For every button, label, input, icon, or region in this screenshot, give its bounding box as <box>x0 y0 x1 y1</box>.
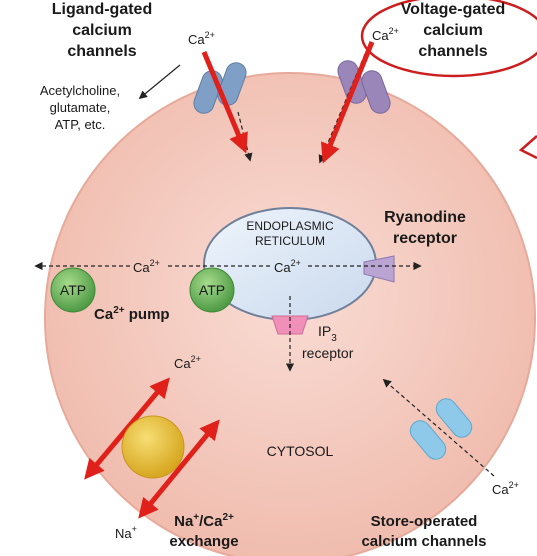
agonist-label-line1: Acetylcholine, <box>40 83 120 98</box>
hand-drawn-mark-annotation <box>518 135 537 160</box>
voltage-influx-arrow <box>318 53 366 164</box>
store-operated-channel <box>409 398 473 460</box>
ca-label-store: Ca2+ <box>492 480 519 497</box>
exchanger-calcium-arrow <box>84 377 170 480</box>
cytosol-label: CYTOSOL <box>267 443 334 459</box>
na-ca-exchanger <box>121 415 185 479</box>
ca-label-pump: Ca2+ <box>133 258 160 275</box>
ligand-title-line2: calcium <box>72 22 132 39</box>
ligand-title-line3: channels <box>67 43 136 60</box>
exchange-label-line2: exchange <box>169 533 238 550</box>
ca-pump-label: Ca2+ pump <box>94 305 170 323</box>
ip3-receptor-label: receptor <box>302 345 354 361</box>
store-title-line2: calcium channels <box>361 533 486 550</box>
store-title-line1: Store-operated <box>371 513 478 530</box>
ca-label-voltage: Ca2+ <box>372 26 399 43</box>
er-label-line2: RETICULUM <box>255 234 325 248</box>
hand-drawn-circle-annotation <box>360 0 537 78</box>
ip3-label: IP3 <box>318 323 337 344</box>
store-influx-arrow <box>382 378 495 477</box>
exchanger-sodium-arrow <box>138 419 220 519</box>
exchange-label-line1: Na+/Ca2+ <box>174 512 234 530</box>
atp-label-1: ATP <box>60 282 86 298</box>
ligand-calcium-flux-arrow <box>201 51 248 154</box>
voltage-calcium-flux-arrow <box>320 41 375 164</box>
na-label: Na+ <box>115 524 137 541</box>
ryanodine-receptor <box>363 255 395 283</box>
atp-label-2: ATP <box>199 282 225 298</box>
voltage-title-line2: calcium <box>423 22 483 39</box>
voltage-title-line3: channels <box>418 43 487 60</box>
voltage-title-line1: Voltage-gated <box>401 1 506 18</box>
ryanodine-label-line2: receptor <box>393 230 457 247</box>
ca-label-exchanger: Ca2+ <box>174 354 201 371</box>
ca-label-er: Ca2+ <box>274 258 301 275</box>
ryanodine-label-line1: Ryanodine <box>384 209 466 226</box>
ca-label-ligand: Ca2+ <box>188 30 215 47</box>
atp-pump-er: ATP <box>189 267 235 313</box>
agonist-label-line3: ATP, etc. <box>55 117 106 132</box>
agonist-pointer-arrow <box>138 64 181 100</box>
agonist-label-line2: glutamate, <box>50 100 111 115</box>
ligand-title-line1: Ligand-gated <box>52 1 152 18</box>
voltage-gated-channel <box>337 60 391 114</box>
atp-pump-outer: ATP <box>50 267 96 313</box>
er-label-line1: ENDOPLASMIC <box>246 219 334 233</box>
